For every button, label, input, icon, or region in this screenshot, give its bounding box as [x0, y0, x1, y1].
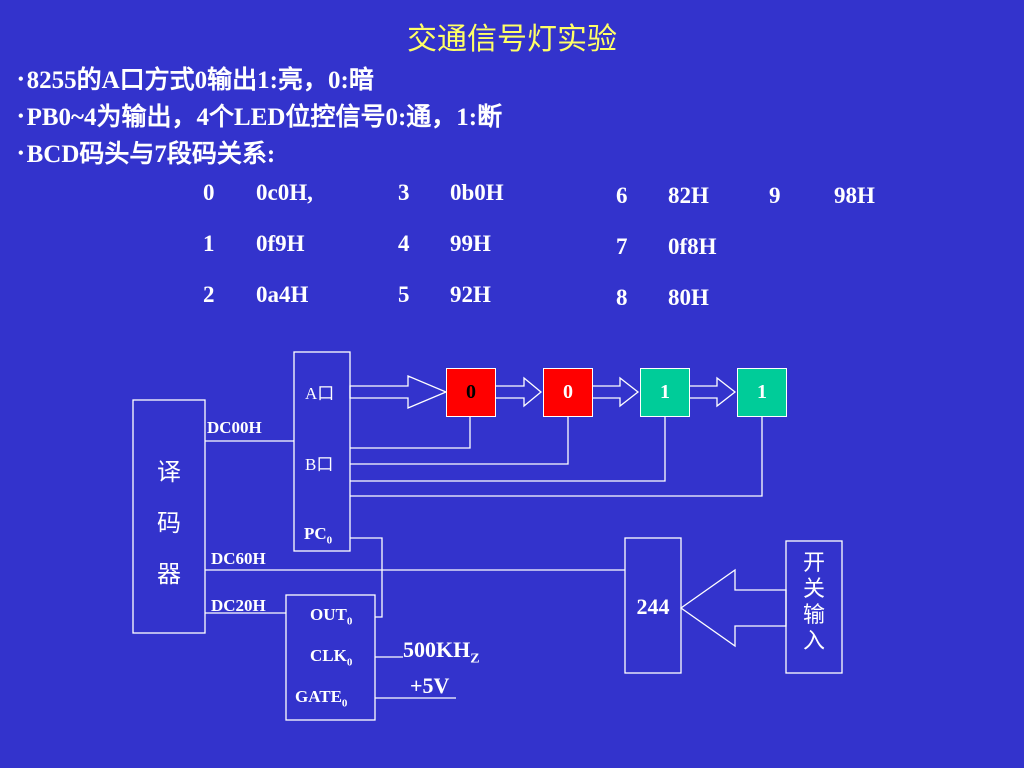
- clk-sub: 0: [346, 656, 353, 669]
- led-arrow-3: [688, 376, 737, 408]
- table-digit: 6: [616, 183, 628, 208]
- table-code: 0a4H: [256, 282, 309, 307]
- led-indicator: 0: [543, 368, 593, 417]
- out-text: OUT: [310, 605, 347, 624]
- table-digit: 3: [398, 180, 410, 205]
- slide-title: 交通信号灯实验: [407, 23, 617, 56]
- address-label-ppi: DC00H: [207, 418, 262, 437]
- switch-char: 开: [802, 550, 825, 575]
- pc0-out0-line: [350, 537, 383, 618]
- gate-sub: 0: [341, 697, 348, 710]
- out-sub: 0: [346, 615, 353, 628]
- table-digit: 9: [769, 183, 781, 208]
- port-pc0-label: PC0: [304, 524, 332, 546]
- bullet-item: •BCD码头与7段码关系:: [18, 134, 275, 170]
- led-indicator: 1: [640, 368, 690, 417]
- out0-label: OUT0: [310, 605, 352, 627]
- bullet-dot-icon: •: [18, 108, 24, 125]
- clock-sub: Z: [470, 651, 480, 667]
- switch-char: 输: [802, 602, 825, 627]
- buffer-244-box: [624, 537, 682, 674]
- port-a-label: A口: [305, 384, 335, 403]
- ppi-8255-box: [293, 351, 351, 552]
- decoder-char: 器: [157, 562, 181, 588]
- switch-char: 关: [802, 576, 825, 601]
- bullet-text: PB0~4为输出，4个LED位控信号0:通，1:断: [26, 104, 503, 131]
- bullet-item: •8255的A口方式0输出1:亮，0:暗: [18, 60, 374, 96]
- table-code: 0f9H: [256, 231, 305, 256]
- address-label-timer: DC20H: [211, 596, 266, 615]
- led-indicator: 0: [446, 368, 496, 417]
- gate0-label: GATE0: [295, 687, 347, 709]
- bullet-dot-icon: •: [18, 71, 24, 88]
- bullet-dot-icon: •: [18, 145, 24, 162]
- table-code: 92H: [450, 282, 491, 307]
- address-label-buffer: DC60H: [211, 549, 266, 568]
- pb-line-3: [350, 416, 666, 482]
- table-digit: 0: [203, 180, 215, 205]
- gate-text: GATE: [295, 687, 342, 706]
- buffer-244-label: 244: [636, 594, 670, 619]
- clock-main: 500KH: [403, 637, 471, 662]
- decoder-char: 译: [157, 460, 181, 486]
- clk0-label: CLK0: [310, 646, 352, 668]
- table-code: 0c0H,: [256, 180, 313, 205]
- port-pc-sub: 0: [326, 534, 333, 547]
- table-digit: 7: [616, 234, 628, 259]
- table-digit: 4: [398, 231, 410, 256]
- pb-line-1: [350, 416, 471, 449]
- pb-line-4: [350, 416, 763, 497]
- port-a-arrow: [349, 375, 448, 409]
- decoder-box: [132, 399, 206, 634]
- clk-text: CLK: [310, 646, 347, 665]
- table-code: 0f8H: [668, 234, 717, 259]
- led-arrow-1: [494, 376, 543, 408]
- table-code: 80H: [668, 285, 709, 310]
- table-code: 98H: [834, 183, 875, 208]
- power-label: +5V: [410, 673, 450, 698]
- port-b-label: B口: [305, 455, 334, 474]
- table-code: 99H: [450, 231, 491, 256]
- table-code: 0b0H: [450, 180, 504, 205]
- switch-char: 入: [802, 628, 825, 653]
- bullet-item: •PB0~4为输出，4个LED位控信号0:通，1:断: [18, 97, 502, 133]
- led-arrow-2: [591, 376, 640, 408]
- clock-frequency-label: 500KHZ: [403, 637, 480, 667]
- switch-input-arrow: [679, 568, 787, 648]
- table-digit: 2: [203, 282, 215, 307]
- decoder-label: 译 码 器: [133, 448, 205, 601]
- decoder-char: 码: [157, 511, 181, 537]
- table-digit: 8: [616, 285, 628, 310]
- table-digit: 5: [398, 282, 410, 307]
- table-digit: 1: [203, 231, 215, 256]
- switch-input-label: 开 关 输 入: [786, 550, 842, 654]
- led-indicator: 1: [737, 368, 787, 417]
- pb-line-2: [350, 416, 569, 465]
- port-pc-text: PC: [304, 524, 327, 543]
- table-code: 82H: [668, 183, 709, 208]
- bullet-text: BCD码头与7段码关系:: [26, 141, 276, 168]
- bullet-text: 8255的A口方式0输出1:亮，0:暗: [26, 67, 374, 94]
